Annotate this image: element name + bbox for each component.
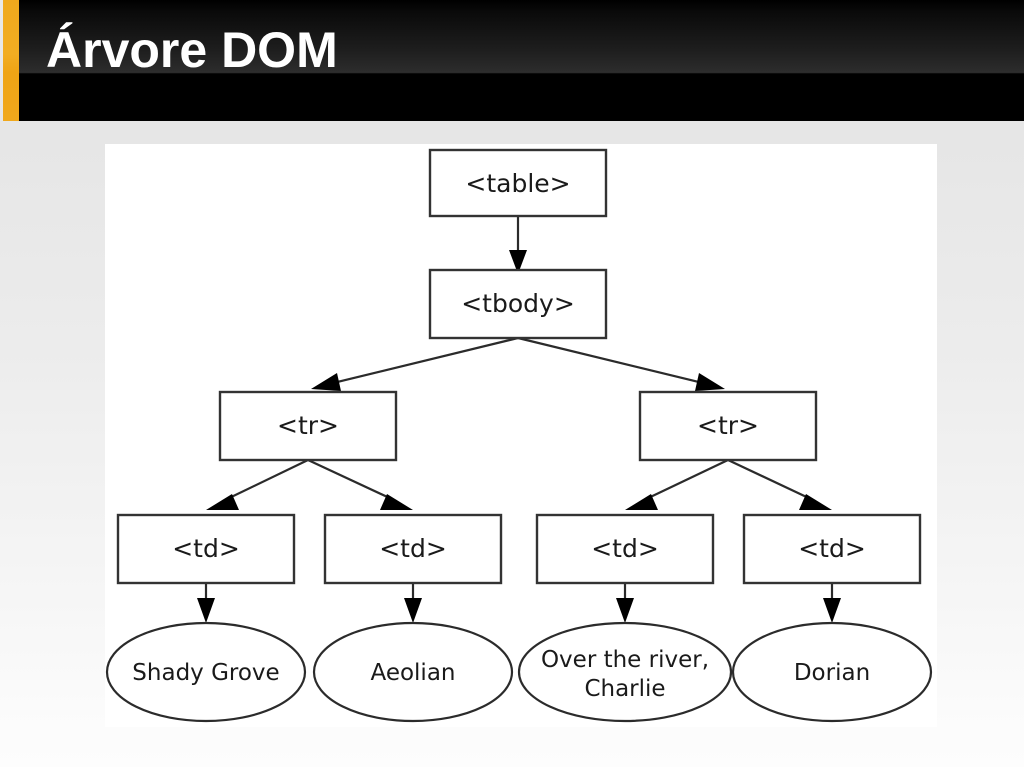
node-text-shady-grove-label: Shady Grove bbox=[132, 660, 279, 686]
node-td-1[interactable]: <td> bbox=[116, 513, 296, 585]
node-td-2[interactable]: <td> bbox=[323, 513, 503, 585]
node-text-shady-grove[interactable]: Shady Grove bbox=[105, 621, 307, 723]
node-tr-left[interactable]: <tr> bbox=[218, 390, 398, 462]
node-table-label: <table> bbox=[465, 169, 570, 198]
page-title: Árvore DOM bbox=[46, 22, 338, 78]
node-td-2-label: <td> bbox=[379, 534, 447, 563]
edge-tr-left-to-td-2 bbox=[307, 459, 413, 510]
edge-td-3-to-text-3 bbox=[616, 583, 634, 623]
node-td-1-label: <td> bbox=[172, 534, 240, 563]
node-text-aeolian-label: Aeolian bbox=[370, 660, 455, 686]
node-text-aeolian[interactable]: Aeolian bbox=[312, 621, 514, 723]
edge-td-1-to-text-1 bbox=[197, 583, 215, 623]
node-text-over-the-river-charlie-label-line-2: Charlie bbox=[584, 676, 665, 702]
edge-table-to-tbody bbox=[509, 216, 527, 274]
node-tr-right-label: <tr> bbox=[697, 411, 759, 440]
title-background-band bbox=[19, 0, 1024, 121]
edge-tr-right-to-td-4 bbox=[727, 459, 832, 510]
node-tbody-label: <tbody> bbox=[461, 289, 575, 318]
edge-tr-right-to-td-3 bbox=[625, 459, 729, 510]
node-table[interactable]: <table> bbox=[428, 148, 608, 218]
node-td-3-label: <td> bbox=[591, 534, 659, 563]
edge-td-4-to-text-4 bbox=[823, 583, 841, 623]
node-td-4[interactable]: <td> bbox=[742, 513, 922, 585]
slide-title-bar: Árvore DOM bbox=[0, 0, 1024, 121]
node-tr-left-label: <tr> bbox=[277, 411, 339, 440]
node-text-dorian-label: Dorian bbox=[794, 660, 870, 686]
edge-tr-left-to-td-1 bbox=[206, 459, 309, 510]
node-text-dorian[interactable]: Dorian bbox=[731, 621, 933, 723]
title-accent-stripe bbox=[3, 0, 19, 121]
node-text-over-the-river-charlie[interactable]: Over the river, Charlie bbox=[517, 621, 733, 723]
edge-tbody-to-tr-right bbox=[517, 336, 725, 391]
edge-td-2-to-text-2 bbox=[404, 583, 422, 623]
node-text-over-the-river-charlie-label-line-1: Over the river, bbox=[541, 647, 709, 673]
dom-tree-diagram-panel: <table> <tbody> <tr> <tr> <td> bbox=[105, 144, 937, 727]
node-tbody[interactable]: <tbody> bbox=[428, 268, 608, 340]
node-tr-right[interactable]: <tr> bbox=[638, 390, 818, 462]
node-td-3[interactable]: <td> bbox=[535, 513, 715, 585]
node-td-4-label: <td> bbox=[798, 534, 866, 563]
edge-tbody-to-tr-left bbox=[311, 336, 519, 391]
dom-tree-diagram: <table> <tbody> <tr> <tr> <td> bbox=[105, 148, 933, 723]
